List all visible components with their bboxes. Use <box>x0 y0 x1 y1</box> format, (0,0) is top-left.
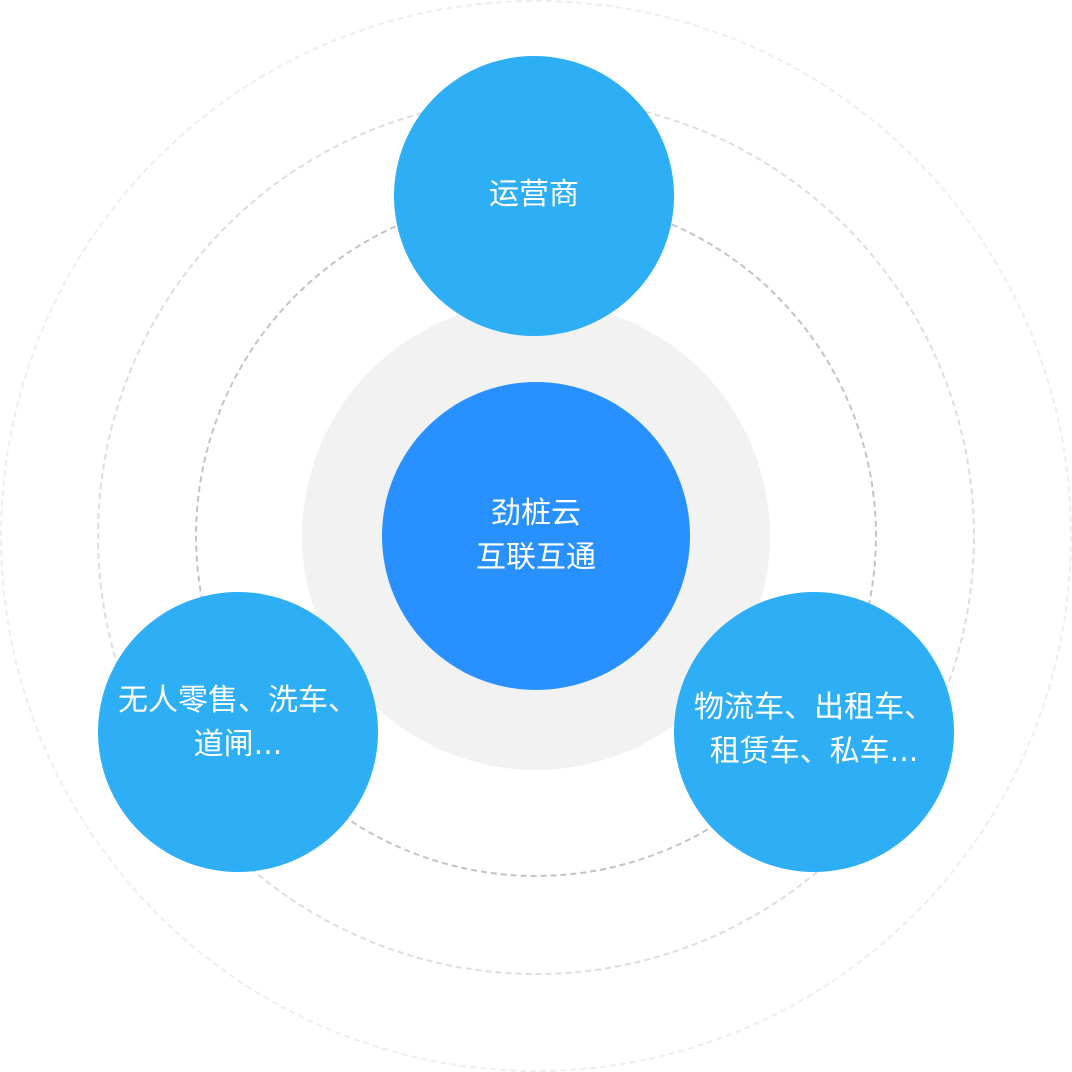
center-label-line1: 劲桩云 <box>491 496 581 531</box>
operator-node: 运营商 <box>394 56 674 336</box>
vehicles-node: 物流车、出租车、 租赁车、私车... <box>674 592 954 872</box>
platform-center-node: 劲桩云 互联互通 <box>382 382 690 690</box>
operator-label: 运营商 <box>489 177 579 212</box>
vehicles-label-line2: 租赁车、私车... <box>709 734 919 769</box>
services-label-line1: 无人零售、洗车、 <box>118 683 358 718</box>
vehicles-label-line1: 物流车、出租车、 <box>694 690 934 725</box>
center-label-line2: 互联互通 <box>476 540 596 575</box>
services-label-line2: 道闸... <box>193 727 283 762</box>
services-node: 无人零售、洗车、 道闸... <box>98 592 378 872</box>
